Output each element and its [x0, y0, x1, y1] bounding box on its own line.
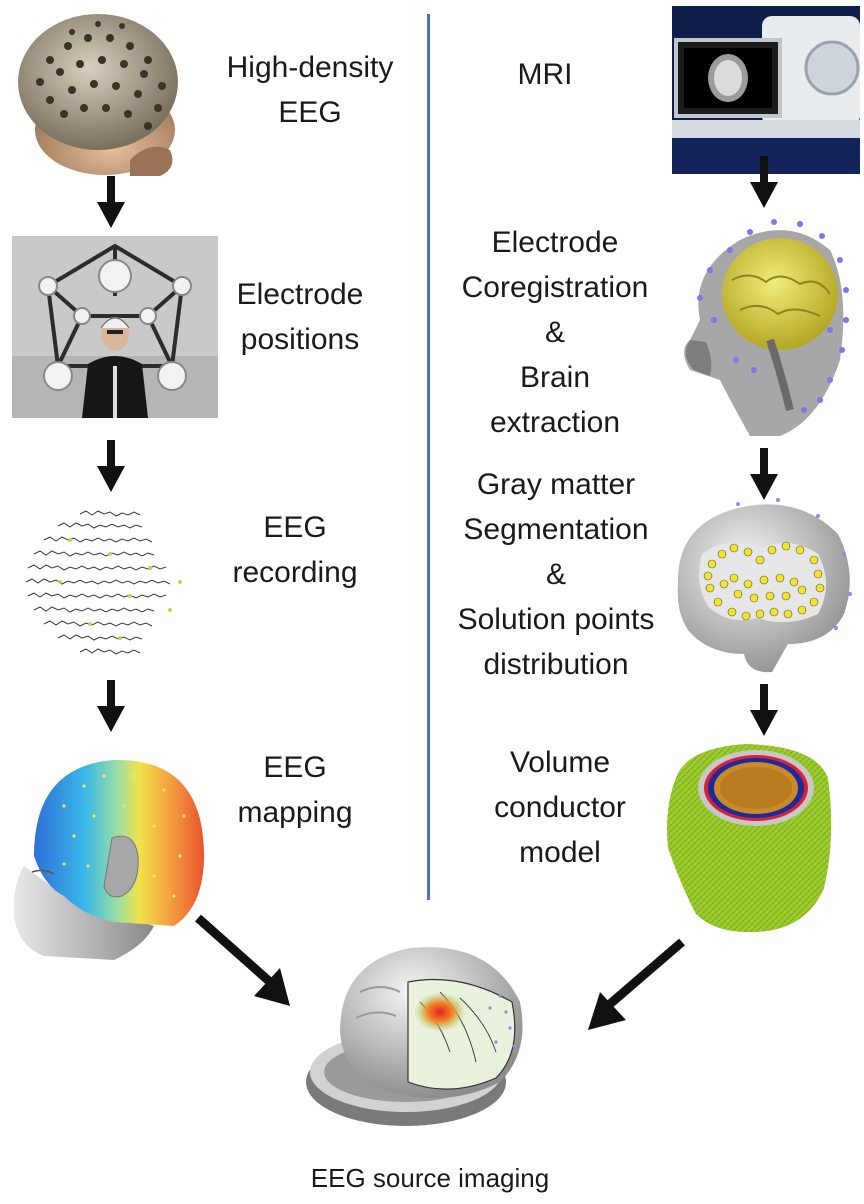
eeg-traces-sphere-icon — [20, 500, 210, 670]
photogrammetry-rig-icon — [12, 236, 218, 418]
arrow-down-icon — [750, 156, 778, 208]
label-eeg-source-imaging: EEG source imaging — [310, 1163, 550, 1193]
source-imaging-brain-icon — [300, 922, 536, 1136]
label-segmentation: Gray matter Segmentation & Solution poin… — [457, 468, 655, 681]
label-coregistration: Electrode Coregistration & Brain extract… — [461, 226, 649, 439]
scalp-potential-map-icon — [4, 746, 210, 966]
head-mesh-model-icon — [656, 738, 836, 934]
mri-scanner-icon — [672, 6, 860, 174]
arrow-diagonal-left-icon — [588, 938, 685, 1030]
eeg-net-head-icon — [10, 10, 190, 178]
brain-solution-points-icon — [668, 494, 856, 678]
arrow-diagonal-right-icon — [195, 914, 290, 1006]
arrow-down-icon — [97, 680, 125, 732]
label-mri: MRI — [517, 58, 573, 91]
column-divider — [427, 14, 430, 900]
arrow-down-icon — [750, 684, 778, 736]
arrow-down-icon — [750, 448, 778, 500]
label-volume-conductor: Volume conductor model — [494, 746, 626, 869]
head-mri-electrodes-icon — [670, 210, 850, 438]
arrow-down-icon — [97, 440, 125, 492]
arrow-down-icon — [97, 176, 125, 228]
